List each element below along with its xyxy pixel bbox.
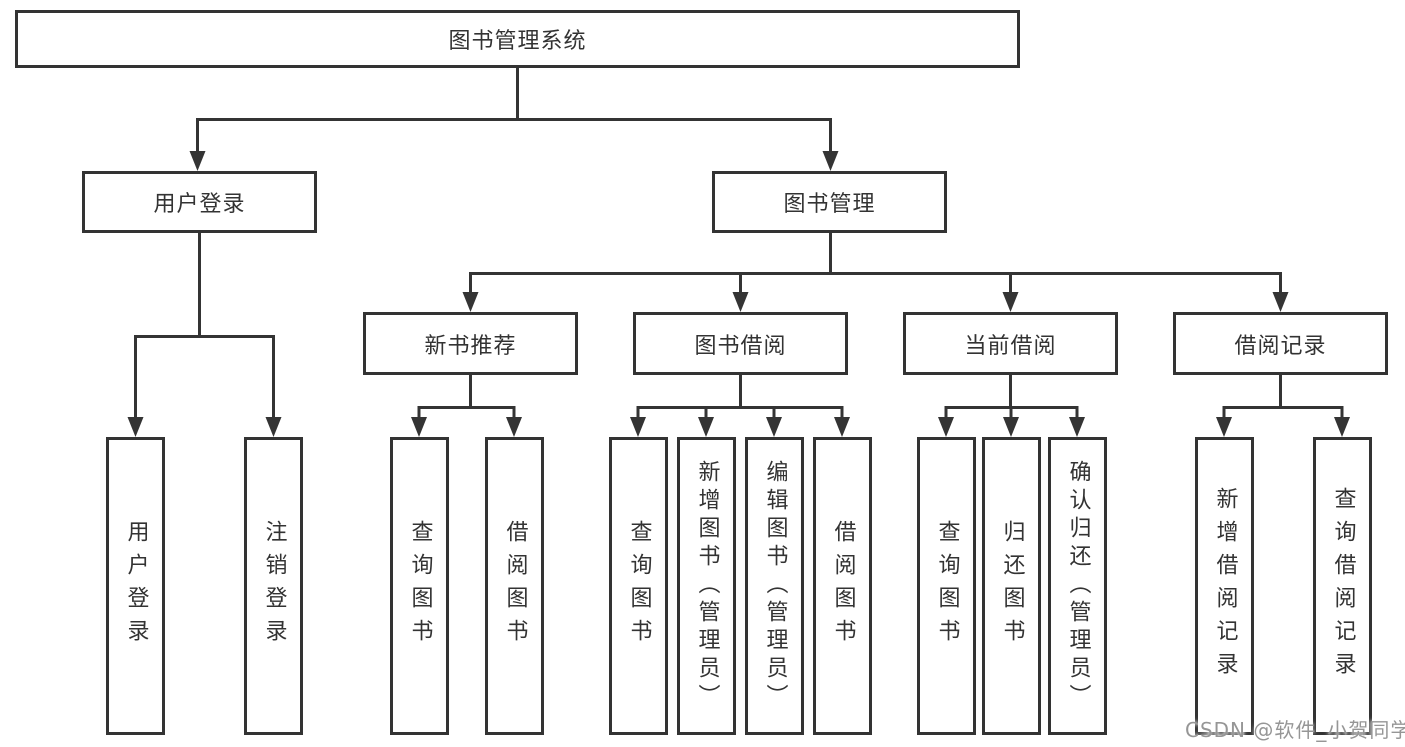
leaf-current-return-book: 归还图书 bbox=[982, 437, 1041, 735]
node-library-system-label: 图书管理系统 bbox=[448, 29, 587, 54]
leaf-current-query-book: 查询图书 bbox=[917, 437, 976, 735]
node-book-borrow-label: 图书借阅 bbox=[694, 333, 787, 359]
leaf-borrow-borrow-book: 借阅图书 bbox=[813, 437, 872, 735]
node-library-system: 图书管理系统 bbox=[15, 10, 1020, 68]
arrowheads bbox=[127, 151, 1350, 437]
node-user-login: 用户登录 bbox=[82, 171, 317, 233]
node-book-borrow: 图书借阅 bbox=[633, 312, 848, 375]
leaf-record-query-borrow-record-label: 查询借阅记录 bbox=[1330, 487, 1356, 685]
leaf-borrow-edit-book-admin: 编辑图书（管理员） bbox=[745, 437, 804, 735]
leaf-record-add-borrow-record: 新增借阅记录 bbox=[1195, 437, 1254, 735]
node-borrow-record-label: 借阅记录 bbox=[1234, 333, 1327, 359]
node-current-borrow: 当前借阅 bbox=[903, 312, 1118, 375]
leaf-current-query-book-label: 查询图书 bbox=[934, 520, 960, 652]
node-book-management-label: 图书管理 bbox=[783, 192, 876, 217]
leaf-recommend-query-book-label: 查询图书 bbox=[407, 520, 433, 652]
leaf-record-add-borrow-record-label: 新增借阅记录 bbox=[1212, 487, 1238, 685]
leaf-recommend-borrow-book: 借阅图书 bbox=[485, 437, 544, 735]
leaf-borrow-query-book: 查询图书 bbox=[609, 437, 668, 735]
leaf-user-login: 用户登录 bbox=[106, 437, 165, 735]
leaf-current-confirm-return-admin: 确认归还（管理员） bbox=[1048, 437, 1107, 735]
node-current-borrow-label: 当前借阅 bbox=[964, 333, 1057, 359]
leaf-borrow-add-book-admin-label: 新增图书（管理员） bbox=[694, 460, 720, 712]
leaf-current-return-book-label: 归还图书 bbox=[999, 520, 1025, 652]
csdn-watermark: CSDN @软件_小贺同学 bbox=[1185, 718, 1405, 742]
leaf-current-confirm-return-admin-label: 确认归还（管理员） bbox=[1065, 460, 1091, 712]
leaf-recommend-borrow-book-label: 借阅图书 bbox=[502, 520, 528, 652]
leaf-recommend-query-book: 查询图书 bbox=[390, 437, 449, 735]
leaf-borrow-query-book-label: 查询图书 bbox=[626, 520, 652, 652]
node-borrow-record: 借阅记录 bbox=[1173, 312, 1388, 375]
node-book-management: 图书管理 bbox=[712, 171, 947, 233]
leaf-borrow-borrow-book-label: 借阅图书 bbox=[830, 520, 856, 652]
connector-paths bbox=[134, 68, 1344, 420]
leaf-borrow-add-book-admin: 新增图书（管理员） bbox=[677, 437, 736, 735]
leaf-borrow-edit-book-admin-label: 编辑图书（管理员） bbox=[762, 460, 788, 712]
node-new-book-recommend: 新书推荐 bbox=[363, 312, 578, 375]
leaf-record-query-borrow-record: 查询借阅记录 bbox=[1313, 437, 1372, 735]
leaf-logout-label: 注销登录 bbox=[261, 520, 287, 652]
node-user-login-label: 用户登录 bbox=[153, 192, 246, 217]
leaf-user-login-label: 用户登录 bbox=[123, 520, 149, 652]
node-new-book-recommend-label: 新书推荐 bbox=[424, 333, 517, 359]
leaf-logout: 注销登录 bbox=[244, 437, 303, 735]
